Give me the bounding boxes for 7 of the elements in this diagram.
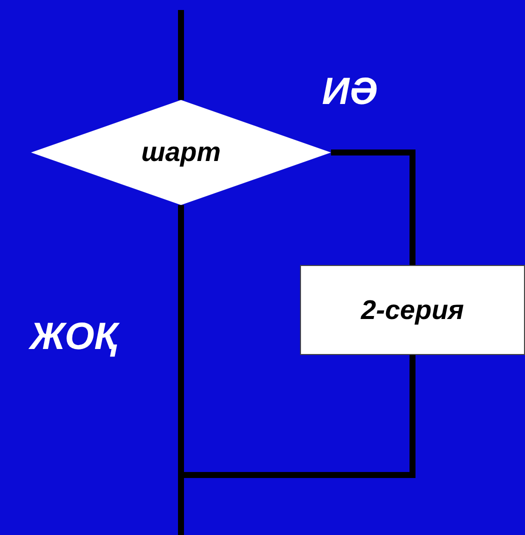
connector-line xyxy=(331,150,416,265)
process-box xyxy=(300,265,525,355)
connector-line xyxy=(181,355,416,478)
node-text: 2-серия xyxy=(361,294,464,326)
node-text: шарт xyxy=(141,137,221,168)
connector-line xyxy=(178,10,184,100)
connector-line xyxy=(178,205,184,535)
